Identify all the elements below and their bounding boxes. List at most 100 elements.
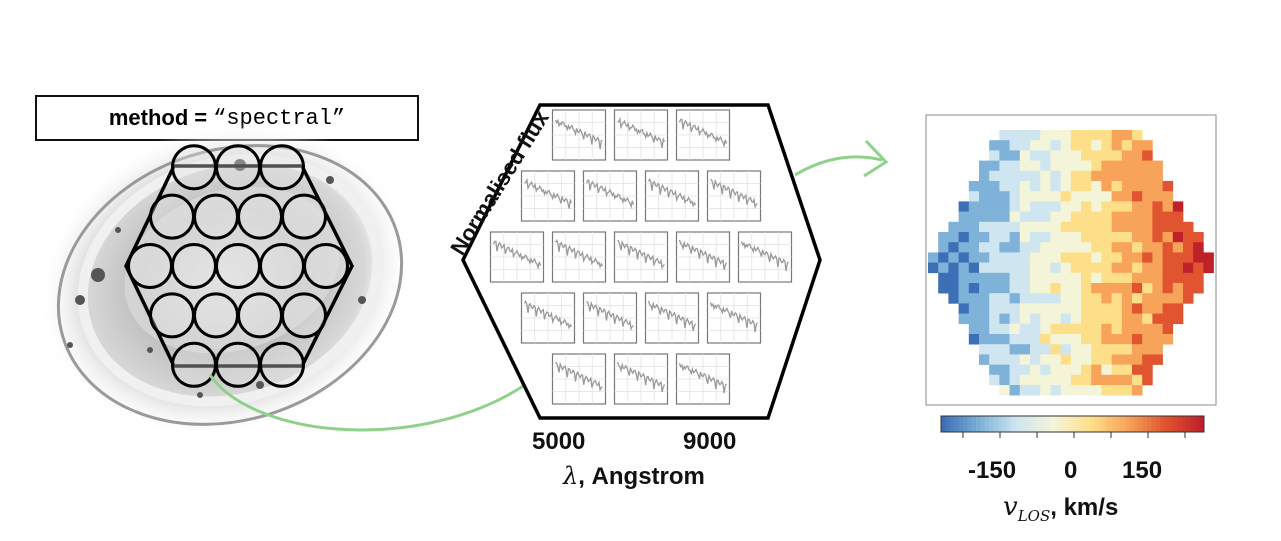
method-equals: = bbox=[194, 105, 208, 130]
spectrum-plot bbox=[551, 353, 607, 405]
velocity-pixel bbox=[958, 211, 970, 223]
velocity-pixel bbox=[1009, 344, 1021, 355]
velocity-pixel bbox=[1070, 170, 1082, 182]
velocity-pixel bbox=[1030, 303, 1041, 314]
colorbar-segment bbox=[1033, 416, 1038, 432]
velocity-pixel bbox=[999, 283, 1010, 294]
colorbar-segment bbox=[1147, 416, 1152, 432]
fibre-circle bbox=[259, 243, 305, 289]
velocity-pixel bbox=[1030, 160, 1041, 172]
velocity-pixel bbox=[1019, 303, 1031, 314]
velocity-pixel bbox=[1030, 293, 1041, 304]
velocity-pixel bbox=[938, 262, 949, 274]
velocity-pixel bbox=[1060, 385, 1072, 396]
spectrum-plot bbox=[675, 353, 731, 405]
velocity-pixel bbox=[1009, 385, 1021, 396]
velocity-pixel bbox=[1111, 272, 1123, 284]
velocity-pixel bbox=[1183, 272, 1194, 284]
velocity-pixel bbox=[1040, 130, 1051, 141]
velocity-pixel bbox=[1101, 364, 1112, 376]
velocity-pixel bbox=[1132, 385, 1143, 396]
velocity-pixel bbox=[1111, 385, 1123, 396]
velocity-pixel bbox=[1060, 160, 1072, 172]
velocity-pixel bbox=[1040, 150, 1051, 161]
velocity-axis-label: vLOS, km/s bbox=[1003, 492, 1118, 525]
velocity-pixel bbox=[1009, 374, 1021, 386]
arrow-to-spectra bbox=[208, 374, 536, 432]
velocity-pixel bbox=[999, 364, 1010, 376]
velocity-pixel bbox=[1142, 170, 1153, 182]
velocity-pixel bbox=[989, 344, 1000, 355]
velocity-pixel bbox=[979, 252, 990, 263]
velocity-pixel bbox=[1111, 130, 1123, 141]
velocity-pixel bbox=[1101, 283, 1112, 294]
velocity-pixel bbox=[1050, 303, 1061, 314]
velocity-pixel bbox=[1070, 344, 1082, 355]
colorbar-frame bbox=[940, 415, 1205, 433]
velocity-pixel bbox=[999, 385, 1010, 396]
velocity-pixel bbox=[1050, 181, 1061, 192]
velocity-pixel bbox=[1162, 252, 1174, 263]
velocity-pixel bbox=[1132, 170, 1143, 182]
spectrum-line bbox=[740, 241, 790, 272]
spectrum-line bbox=[617, 239, 665, 270]
colorbar-segment bbox=[1155, 416, 1161, 432]
velocity-pixel bbox=[1142, 364, 1153, 376]
velocity-pixel bbox=[999, 130, 1010, 141]
velocity-pixel bbox=[1060, 323, 1072, 335]
velocity-pixel bbox=[999, 252, 1010, 263]
velocity-pixel bbox=[1101, 160, 1112, 172]
velocity-pixel bbox=[1121, 150, 1133, 161]
colorbar-segment bbox=[1054, 416, 1060, 432]
velocity-pixel bbox=[1132, 130, 1143, 141]
colorbar-segment bbox=[971, 416, 977, 432]
velocity-pixel bbox=[1132, 313, 1143, 325]
velocity-pixel bbox=[1019, 283, 1031, 294]
velocity-pixel bbox=[1121, 191, 1133, 202]
velocity-pixel bbox=[948, 262, 959, 274]
velocity-pixel bbox=[1030, 272, 1041, 284]
velocity-pixel bbox=[979, 181, 990, 192]
colorbar-segment bbox=[1094, 416, 1100, 432]
velocity-pixel bbox=[1142, 374, 1153, 386]
velocity-pixel bbox=[1050, 170, 1061, 182]
velocity-pixel bbox=[979, 170, 990, 182]
velocity-pixel bbox=[1009, 283, 1021, 294]
colorbar-segment bbox=[1076, 416, 1082, 432]
velocity-pixel bbox=[1050, 283, 1061, 294]
velocity-pixel bbox=[1050, 221, 1061, 233]
velocity-pixel bbox=[1091, 293, 1102, 304]
velocity-pixel bbox=[999, 242, 1010, 253]
velocity-pixel bbox=[1060, 201, 1072, 212]
velocity-pixel bbox=[968, 272, 980, 284]
velocity-pixel bbox=[1081, 283, 1092, 294]
colorbar-segment bbox=[1116, 416, 1122, 432]
velocity-pixel bbox=[958, 293, 970, 304]
velocity-pixel bbox=[1070, 385, 1082, 396]
velocity-pixel bbox=[1019, 323, 1031, 335]
velocity-pixel bbox=[989, 303, 1000, 314]
velocity-pixel bbox=[999, 303, 1010, 314]
velocity-pixel bbox=[1183, 232, 1194, 243]
velocity-pixel bbox=[979, 323, 990, 335]
velocity-pixel bbox=[999, 293, 1010, 304]
velocity-pixel bbox=[1050, 242, 1061, 253]
fibre-circle bbox=[171, 341, 217, 388]
velocity-pixel bbox=[938, 272, 949, 284]
velocity-pixel bbox=[1060, 140, 1072, 151]
fibre-circle bbox=[215, 243, 261, 289]
velocity-pixel bbox=[1019, 242, 1031, 253]
velocity-pixel bbox=[1121, 201, 1133, 212]
wavelength-unit: , Angstrom bbox=[578, 463, 705, 490]
velocity-pixel bbox=[1081, 272, 1092, 284]
fibre-circle bbox=[149, 292, 195, 339]
velocity-pixel bbox=[1101, 221, 1112, 233]
velocity-pixel bbox=[938, 232, 949, 243]
velocity-pixel bbox=[1019, 201, 1031, 212]
colorbar-segment bbox=[1133, 416, 1139, 432]
los-subscript: LOS bbox=[1017, 506, 1051, 525]
colorbar-segment bbox=[958, 416, 964, 432]
spectrum-line bbox=[710, 178, 758, 209]
colorbar-segment bbox=[1041, 416, 1047, 432]
cbar-tick-neg150: -150 bbox=[968, 457, 1017, 484]
